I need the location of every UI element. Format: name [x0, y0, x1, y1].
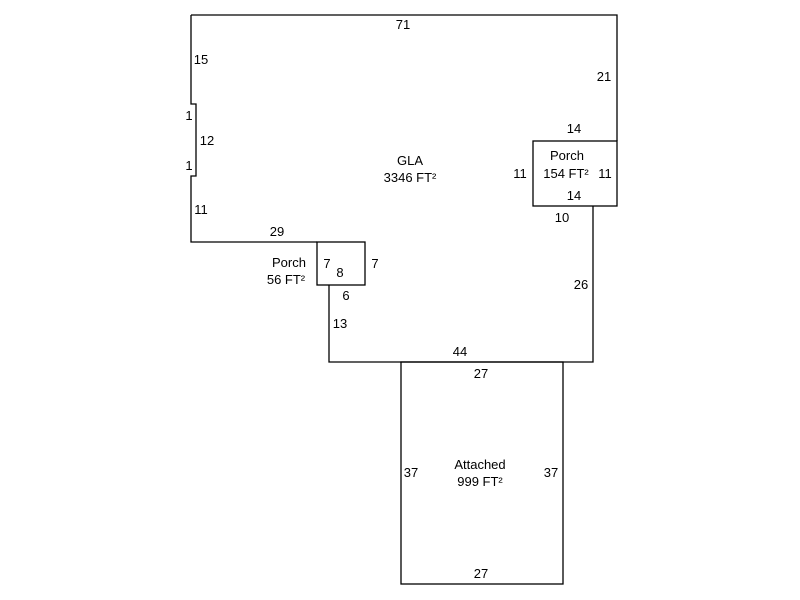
- garage-label: Attached: [454, 457, 505, 472]
- dim-porch-small-bottom: 6: [342, 288, 349, 303]
- dim-notch-side: 12: [200, 133, 214, 148]
- dim-right-lower: 26: [574, 277, 588, 292]
- dim-porch-small-inner: 8: [336, 265, 343, 280]
- dim-bottom-left: 29: [270, 224, 284, 239]
- dim-left-mid: 13: [333, 316, 347, 331]
- porch-large-label: Porch: [550, 148, 584, 163]
- dim-right-step: 10: [555, 210, 569, 225]
- gla-area: 3346 FT²: [384, 170, 437, 185]
- dim-porch-large-right: 11: [598, 166, 612, 181]
- dim-notch-bottom: 1: [185, 158, 192, 173]
- porch-large-area: 154 FT²: [543, 166, 589, 181]
- gla-outline: [190, 14, 618, 363]
- porch-small-area: 56 FT²: [267, 272, 306, 287]
- garage-outline: [400, 361, 564, 585]
- dim-garage-top: 27: [474, 366, 488, 381]
- dim-right-upper: 21: [597, 69, 611, 84]
- dim-porch-large-bottom: 14: [567, 188, 581, 203]
- dim-porch-large-left: 11: [513, 166, 527, 181]
- garage-area: 999 FT²: [457, 474, 503, 489]
- dim-notch-top: 1: [185, 108, 192, 123]
- porch-small-label: Porch: [272, 255, 306, 270]
- dim-garage-bottom: 27: [474, 566, 488, 581]
- dim-porch-small-right: 7: [371, 256, 378, 271]
- dim-garage-right: 37: [544, 465, 558, 480]
- dim-left-lower: 11: [194, 202, 208, 217]
- dim-top: 71: [396, 17, 410, 32]
- dim-left-upper: 15: [194, 52, 208, 67]
- dim-porch-small-left: 7: [323, 256, 330, 271]
- gla-label: GLA: [397, 153, 423, 168]
- dim-garage-left: 37: [404, 465, 418, 480]
- dim-bottom: 44: [453, 344, 467, 359]
- dim-porch-large-top: 14: [567, 121, 581, 136]
- porch-small-outline: [316, 241, 366, 286]
- porch-large-outline: [532, 140, 618, 207]
